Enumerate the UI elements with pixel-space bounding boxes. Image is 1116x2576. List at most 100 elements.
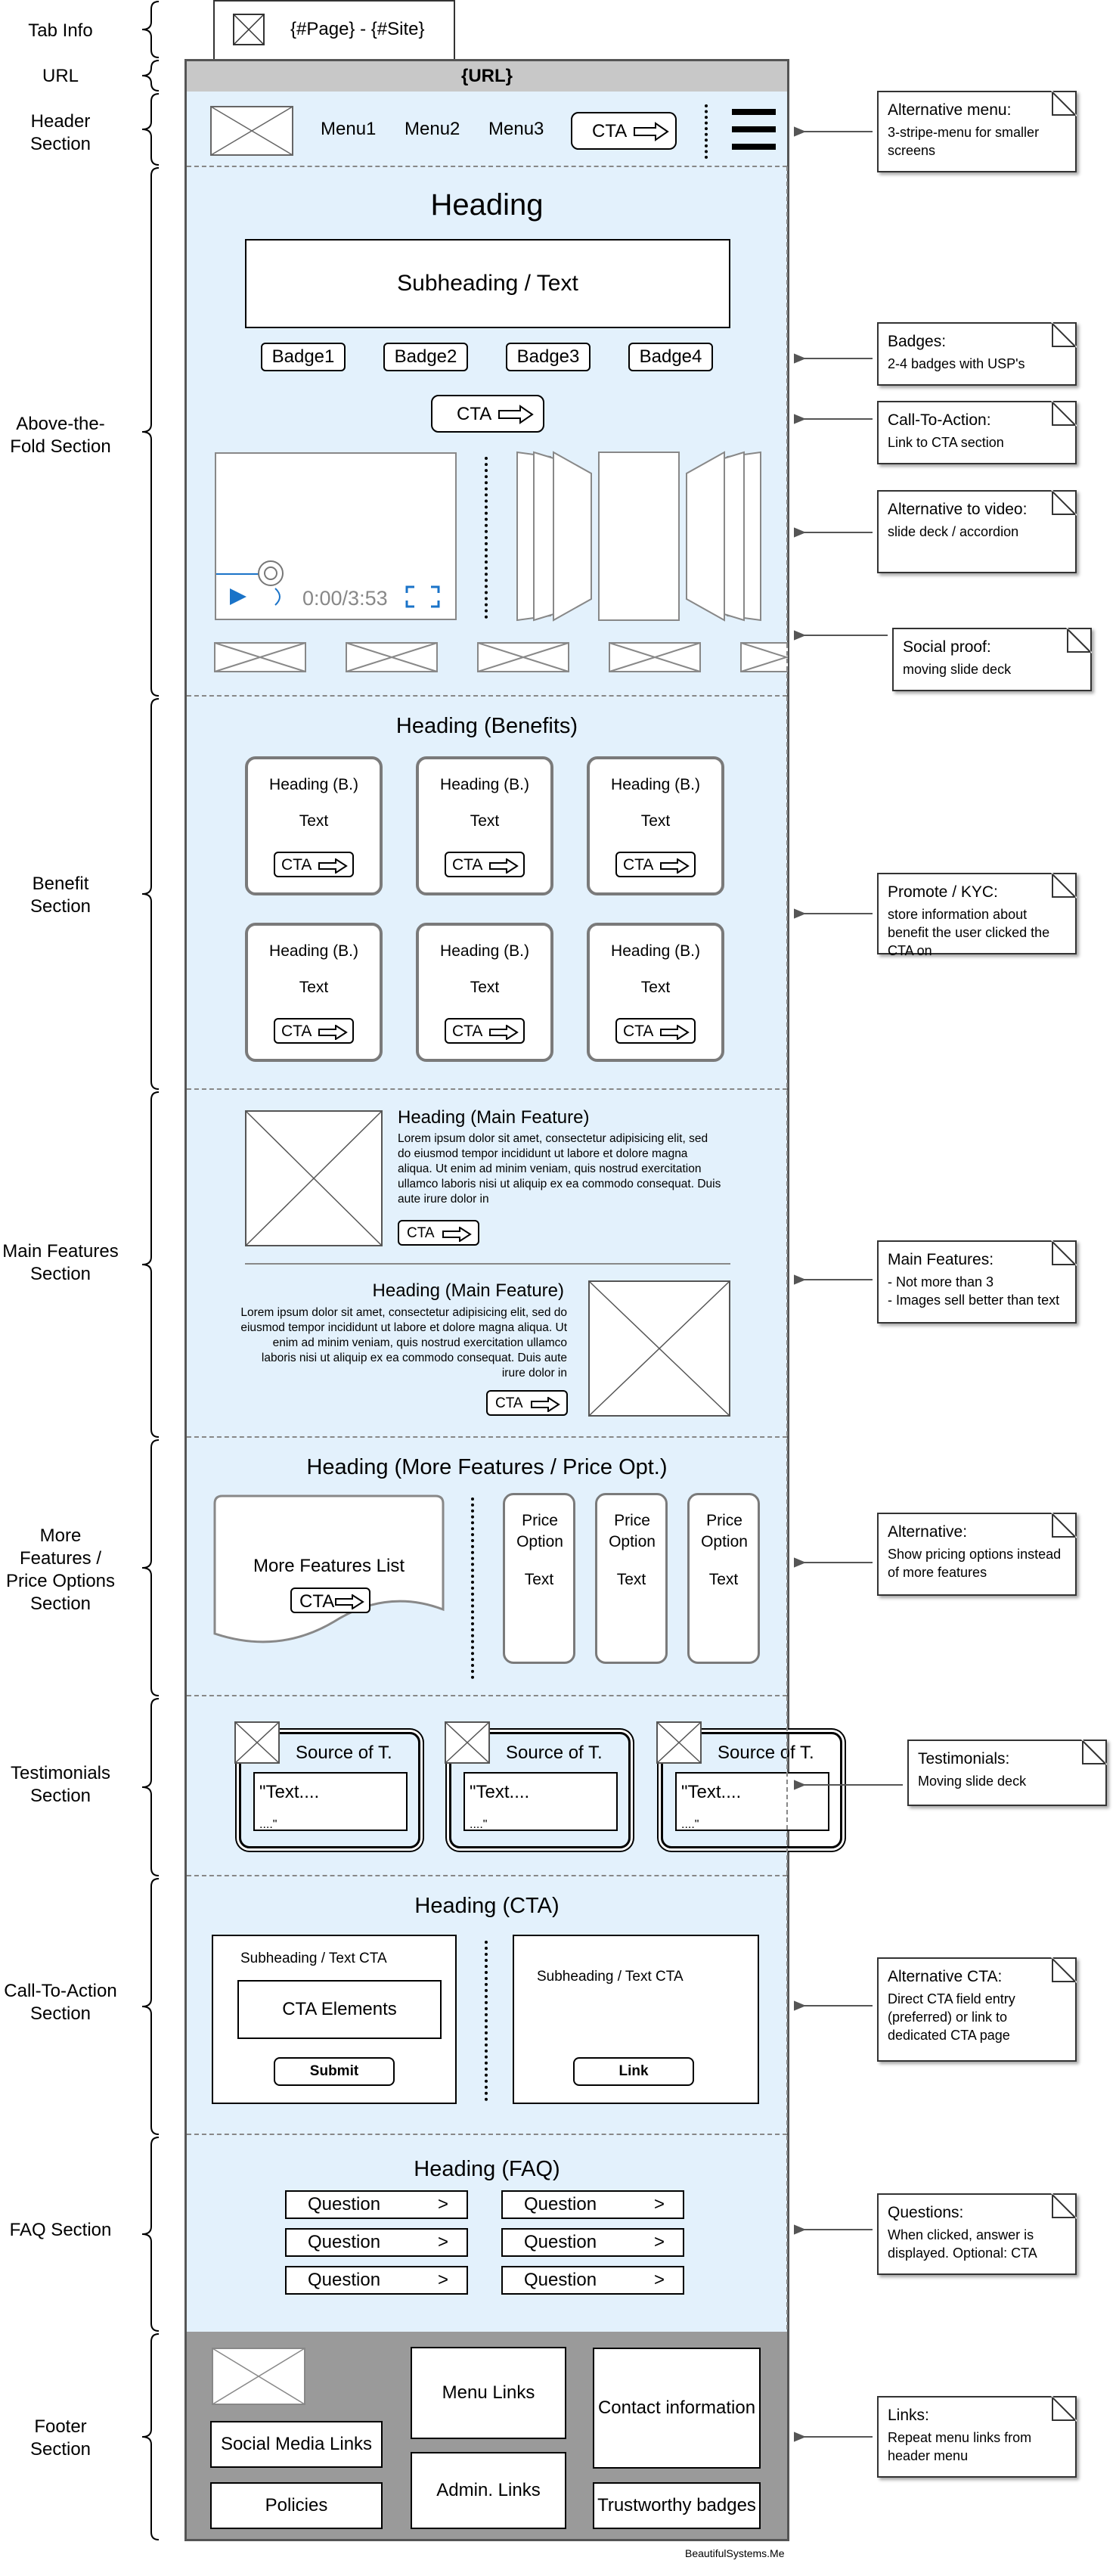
benefit-card-text: Text [299, 979, 329, 996]
feature-1-cta[interactable]: CTA [398, 1220, 479, 1246]
slide-deck-accordion [516, 451, 761, 622]
menu-item-3[interactable]: Menu3 [488, 119, 544, 139]
note-body: slide deck / accordion [888, 524, 1019, 539]
hero-video[interactable]: 0:00/3:53 [215, 452, 457, 620]
menu-item-2[interactable]: Menu2 [405, 119, 460, 139]
benefit-card-heading: Heading (B.) [440, 776, 529, 793]
volume-icon[interactable] [272, 585, 287, 608]
price-option-text: Text [708, 1571, 739, 1588]
note-title: Call-To-Action: [888, 411, 991, 429]
play-icon[interactable] [227, 587, 250, 607]
annotation-note-4: Alternative to video:slide deck / accord… [877, 490, 1077, 573]
benefit-card-text: Text [640, 812, 671, 830]
feature-2-cta[interactable]: CTA [486, 1390, 568, 1416]
more-features-list: More Features List [253, 1556, 405, 1576]
partner-logo-placeholder-icon [740, 642, 788, 672]
policies-link[interactable]: Policies [210, 2482, 383, 2529]
benefit-card-cta[interactable]: CTA [274, 852, 354, 877]
chevron-right-icon: > [438, 2232, 449, 2252]
testimonial-quote-box: "Text.... ...." [463, 1772, 618, 1831]
menu-item-1[interactable]: Menu1 [321, 119, 377, 139]
note-title: Main Features: [888, 1251, 994, 1268]
note-title: Alternative CTA: [888, 1968, 1003, 1985]
side-label-10: FAQ Section [9, 2220, 112, 2240]
link-button[interactable]: Link [573, 2057, 694, 2086]
logo-placeholder-icon [210, 106, 293, 156]
side-label-11: Footer Section [29, 2416, 91, 2460]
note-fold-icon [1051, 401, 1077, 427]
section-bracket [141, 167, 160, 697]
faq-question-2[interactable]: Question > [501, 2190, 684, 2219]
benefit-card-2: Heading (B.) Text CTA [416, 756, 553, 895]
header-cta-button[interactable]: CTA [571, 112, 677, 150]
price-option-2[interactable]: Price Option Text [595, 1493, 668, 1664]
feature-image-1 [245, 1110, 383, 1246]
trustworthy-badges: Trustworthy badges [593, 2482, 761, 2529]
testimonial-card-3: Source of T. "Text.... ...." [661, 1732, 842, 1848]
note-fold-icon [1051, 91, 1077, 116]
benefit-card-heading: Heading (B.) [611, 942, 700, 960]
credit: BeautifulSystems.Me [685, 2547, 785, 2559]
benefit-card-heading: Heading (B.) [269, 776, 358, 793]
testimonial-avatar-placeholder-icon [234, 1721, 280, 1764]
benefit-card-5: Heading (B.) Text CTA [416, 923, 553, 1062]
feature-1-heading: Heading (Main Feature) [398, 1107, 590, 1128]
benefit-card-text: Text [299, 812, 329, 830]
divider [705, 104, 708, 159]
faq-question-5[interactable]: Question > [285, 2266, 468, 2295]
note-fold-icon [1081, 1740, 1107, 1765]
partner-logo-placeholder-icon [346, 642, 438, 672]
cta-link-box: Subheading / Text CTA Link [513, 1935, 759, 2104]
price-option-3[interactable]: Price Option Text [687, 1493, 760, 1664]
cta-elements[interactable]: CTA Elements [237, 1980, 442, 2039]
note-body: Show pricing options instead of more fea… [888, 1547, 1062, 1580]
video-progress-bar [216, 573, 274, 575]
annotation-note-9: Testimonials:Moving slide deck [907, 1740, 1107, 1806]
video-time: 0:00/3:53 [302, 587, 388, 610]
admin-links[interactable]: Admin. Links [411, 2452, 566, 2529]
benefit-card-cta[interactable]: CTA [274, 1018, 354, 1044]
section-bracket [141, 2333, 160, 2540]
url-bar[interactable]: {URL} [187, 61, 787, 92]
benefit-card-cta[interactable]: CTA [615, 852, 696, 877]
social-media-links[interactable]: Social Media Links [210, 2421, 383, 2468]
browser-tab[interactable]: {#Page} - {#Site} [213, 0, 455, 59]
note-fold-icon [1051, 1513, 1077, 1538]
badge-4: Badge4 [628, 343, 713, 371]
faq-question-1[interactable]: Question > [285, 2190, 468, 2219]
note-fold-icon [1051, 2193, 1077, 2219]
tab-title: {#Page} - {#Site} [290, 19, 425, 39]
arrow-right-icon [660, 1025, 690, 1040]
video-scrubber-handle[interactable] [257, 560, 284, 587]
benefit-card-cta[interactable]: CTA [445, 852, 525, 877]
divider [245, 1263, 730, 1265]
hero-cta-button[interactable]: CTA [431, 395, 544, 433]
benefit-card-4: Heading (B.) Text CTA [245, 923, 383, 1062]
price-option-1[interactable]: Price Option Text [503, 1493, 575, 1664]
testimonial-quote-box: "Text.... ...." [253, 1772, 408, 1831]
badge-1: Badge1 [261, 343, 346, 371]
annotation-note-11: Questions:When clicked, answer is displa… [877, 2193, 1077, 2275]
note-fold-icon [1051, 322, 1077, 348]
arrow-right-icon [498, 405, 534, 424]
price-option-label: Price Option [701, 1512, 748, 1550]
hero-subheading: Subheading / Text [245, 239, 730, 328]
footer-menu-links[interactable]: Menu Links [411, 2347, 566, 2439]
faq-question-3[interactable]: Question > [285, 2228, 468, 2257]
hamburger-menu-icon[interactable] [732, 109, 776, 150]
testimonial-quote-box: "Text.... ...." [675, 1772, 829, 1831]
fullscreen-icon[interactable] [405, 585, 440, 608]
chevron-right-icon: > [438, 2194, 449, 2214]
note-body: Repeat menu links from header menu [888, 2430, 1032, 2463]
faq-question-4[interactable]: Question > [501, 2228, 684, 2257]
submit-button[interactable]: Submit [274, 2057, 395, 2086]
faq-question-6[interactable]: Question > [501, 2266, 684, 2295]
benefit-card-cta[interactable]: CTA [445, 1018, 525, 1044]
benefit-card-cta[interactable]: CTA [615, 1018, 696, 1044]
partner-logo-placeholder-icon [477, 642, 569, 672]
note-body: 2-4 badges with USP's [888, 356, 1025, 371]
section-bracket [141, 60, 160, 92]
benefit-card-3: Heading (B.) Text CTA [587, 756, 724, 895]
favicon-placeholder-icon [233, 14, 265, 45]
more-features-cta[interactable]: CTA [290, 1587, 370, 1613]
